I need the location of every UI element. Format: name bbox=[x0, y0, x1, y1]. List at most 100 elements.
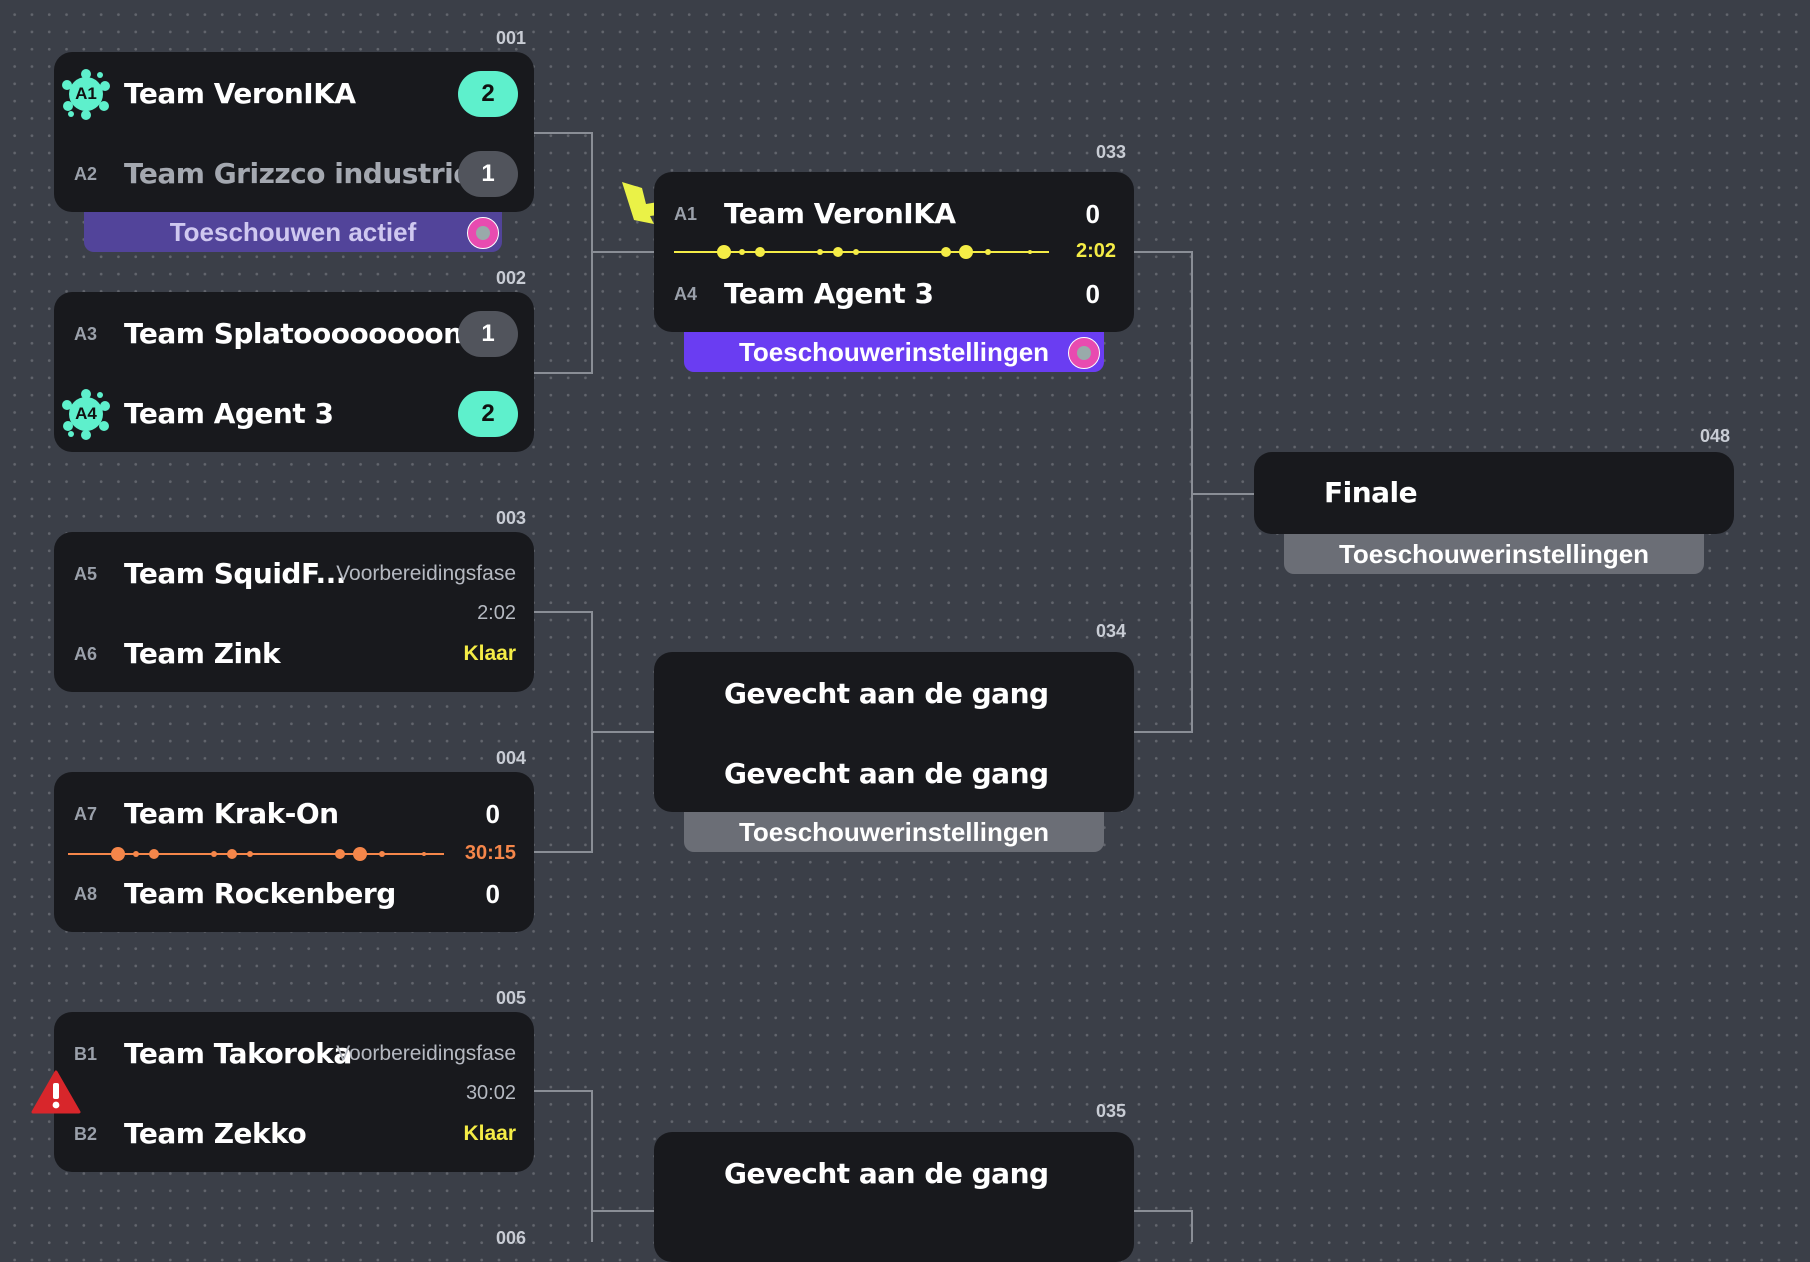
match-card-035[interactable]: Gevecht aan de gang bbox=[654, 1132, 1134, 1262]
match-number: 048 bbox=[1699, 426, 1730, 446]
placeholder-team-name: Gevecht aan de gang bbox=[724, 677, 1049, 710]
seed-label: A5 bbox=[74, 564, 98, 584]
team-score: 0 bbox=[485, 879, 500, 909]
score-pill: 1 bbox=[458, 311, 518, 357]
match-number: 034 bbox=[1095, 621, 1126, 641]
spectator-tab-label: Toeschouwerinstellingen bbox=[1338, 539, 1650, 569]
spectator-settings-tab[interactable]: Toeschouwerinstellingen bbox=[684, 332, 1104, 372]
match-timer: 2:02 bbox=[477, 602, 516, 624]
final-row[interactable]: Finale bbox=[1254, 465, 1734, 521]
team-row[interactable]: Gevecht aan de gang bbox=[654, 746, 1134, 802]
bracket-connector bbox=[591, 251, 655, 253]
team-row[interactable]: B1 Team Takoroka Voorbereidingsfase bbox=[54, 1026, 534, 1082]
team-row[interactable]: B2 Team Zekko Klaar bbox=[54, 1106, 534, 1162]
match-card-005[interactable]: B1 Team Takoroka Voorbereidingsfase 30:0… bbox=[54, 1012, 534, 1172]
team-row[interactable]: A8 Team Rockenberg 0 bbox=[54, 866, 534, 922]
team-row[interactable]: A1 Team VeronIKA 0 bbox=[654, 186, 1134, 242]
seed-label: A3 bbox=[74, 324, 98, 344]
match-card-001[interactable]: A1 Team VeronIKA 2 A2 Team Grizzco indus… bbox=[54, 52, 534, 212]
battle-progress-track bbox=[674, 245, 1049, 259]
match-status: Voorbereidingsfase bbox=[336, 1042, 516, 1065]
match-number: 033 bbox=[1095, 142, 1126, 162]
team-name: Team Takoroka bbox=[124, 1037, 352, 1070]
match-card-033[interactable]: A1 Team VeronIKA 0 2:02 A4 Team Agent 3 … bbox=[654, 172, 1134, 332]
winner-splat-icon: A1 bbox=[60, 68, 112, 120]
placeholder-team-name: Gevecht aan de gang bbox=[724, 1157, 1049, 1190]
team-name: Team Rockenberg bbox=[124, 877, 396, 910]
match-card-004[interactable]: A7 Team Krak-On 0 30:15 A8 Team Rockenbe… bbox=[54, 772, 534, 932]
spectator-settings-tab[interactable]: Toeschouwerinstellingen bbox=[1284, 534, 1704, 574]
match-card-048[interactable]: Finale bbox=[1254, 452, 1734, 534]
match-status: Voorbereidingsfase bbox=[336, 562, 516, 585]
final-title: Finale bbox=[1324, 476, 1418, 509]
team-name: Team Zink bbox=[124, 637, 281, 670]
team-row[interactable]: A4 Team Agent 3 0 bbox=[654, 266, 1134, 322]
seed-label: B1 bbox=[74, 1044, 98, 1064]
bracket-connector bbox=[533, 132, 593, 134]
score-pill: 2 bbox=[458, 391, 518, 437]
bracket-connector bbox=[591, 1210, 655, 1212]
team-row[interactable]: Gevecht aan de gang bbox=[654, 1146, 1134, 1202]
battle-progress-track bbox=[68, 847, 444, 861]
team-row[interactable]: A3 Team Splatoooooooon!! 1 bbox=[54, 306, 534, 362]
spectator-settings-tab[interactable]: Toeschouwerinstellingen bbox=[684, 812, 1104, 852]
bracket-connector bbox=[1191, 1210, 1193, 1242]
seed-label: A7 bbox=[74, 804, 98, 824]
spectator-avatar-icon bbox=[467, 217, 499, 249]
match-number: 005 bbox=[495, 988, 526, 1008]
score-pill: 1 bbox=[458, 151, 518, 197]
team-row[interactable]: A7 Team Krak-On 0 bbox=[54, 786, 534, 842]
team-name: Team Agent 3 bbox=[124, 397, 334, 430]
team-row[interactable]: Gevecht aan de gang bbox=[654, 666, 1134, 722]
match-timer: 30:15 bbox=[464, 842, 516, 864]
score-pill: 2 bbox=[458, 71, 518, 117]
match-timer: 2:02 bbox=[1075, 240, 1116, 262]
team-name: Team SquidF... bbox=[124, 557, 346, 590]
team-name: Team Splatoooooooon!! bbox=[124, 317, 488, 350]
team-name: Team Agent 3 bbox=[724, 277, 934, 310]
bracket-connector bbox=[533, 851, 593, 853]
seed-label: A8 bbox=[74, 884, 98, 904]
bracket-connector bbox=[591, 1090, 593, 1242]
team-row[interactable]: A4 Team Agent 3 2 bbox=[54, 386, 534, 442]
seed-label: B2 bbox=[74, 1124, 98, 1144]
team-row[interactable]: A5 Team SquidF... Voorbereidingsfase bbox=[54, 546, 534, 602]
match-number: 006 bbox=[495, 1228, 526, 1248]
spectator-tab-label: Toeschouwen actief bbox=[169, 217, 417, 247]
team-row[interactable]: A2 Team Grizzco industries 1 bbox=[54, 146, 534, 202]
spectator-tab-label: Toeschouwerinstellingen bbox=[738, 337, 1050, 367]
match-card-002[interactable]: A3 Team Splatoooooooon!! 1 A4 Team Agent… bbox=[54, 292, 534, 452]
match-card-034[interactable]: Gevecht aan de gang Gevecht aan de gang bbox=[654, 652, 1134, 812]
match-number: 035 bbox=[1095, 1101, 1126, 1121]
bracket-connector bbox=[533, 611, 593, 613]
placeholder-team-name: Gevecht aan de gang bbox=[724, 757, 1049, 790]
bracket-connector bbox=[1133, 251, 1193, 253]
team-row[interactable]: A1 Team VeronIKA 2 bbox=[54, 66, 534, 122]
match-number: 001 bbox=[495, 28, 526, 48]
ready-status: Klaar bbox=[463, 1122, 516, 1145]
bracket-connector bbox=[1191, 493, 1254, 495]
bracket-connector bbox=[591, 731, 655, 733]
spectator-avatar-icon bbox=[1068, 337, 1100, 369]
spectator-tab-label: Toeschouwerinstellingen bbox=[738, 817, 1050, 847]
bracket-connector bbox=[1191, 251, 1193, 733]
seed-label: A6 bbox=[74, 644, 98, 664]
bracket-connector bbox=[1133, 731, 1193, 733]
team-score: 0 bbox=[1085, 199, 1100, 229]
winner-splat-icon: A4 bbox=[60, 388, 112, 440]
team-score: 0 bbox=[485, 799, 500, 829]
team-score: 0 bbox=[1085, 279, 1100, 309]
team-name: Team Krak-On bbox=[124, 797, 339, 830]
team-name: Team VeronIKA bbox=[724, 197, 956, 230]
seed-label: A2 bbox=[74, 164, 98, 184]
bracket-connector bbox=[533, 372, 593, 374]
match-number: 002 bbox=[495, 268, 526, 288]
warning-icon[interactable] bbox=[31, 1070, 81, 1114]
match-card-003[interactable]: A5 Team SquidF... Voorbereidingsfase 2:0… bbox=[54, 532, 534, 692]
bracket-connector bbox=[591, 132, 593, 374]
ready-status: Klaar bbox=[463, 642, 516, 665]
seed-label: A4 bbox=[674, 284, 698, 304]
spectator-active-tab[interactable]: Toeschouwen actief bbox=[84, 212, 502, 252]
team-name: Team Zekko bbox=[124, 1117, 307, 1150]
team-row[interactable]: A6 Team Zink Klaar bbox=[54, 626, 534, 682]
